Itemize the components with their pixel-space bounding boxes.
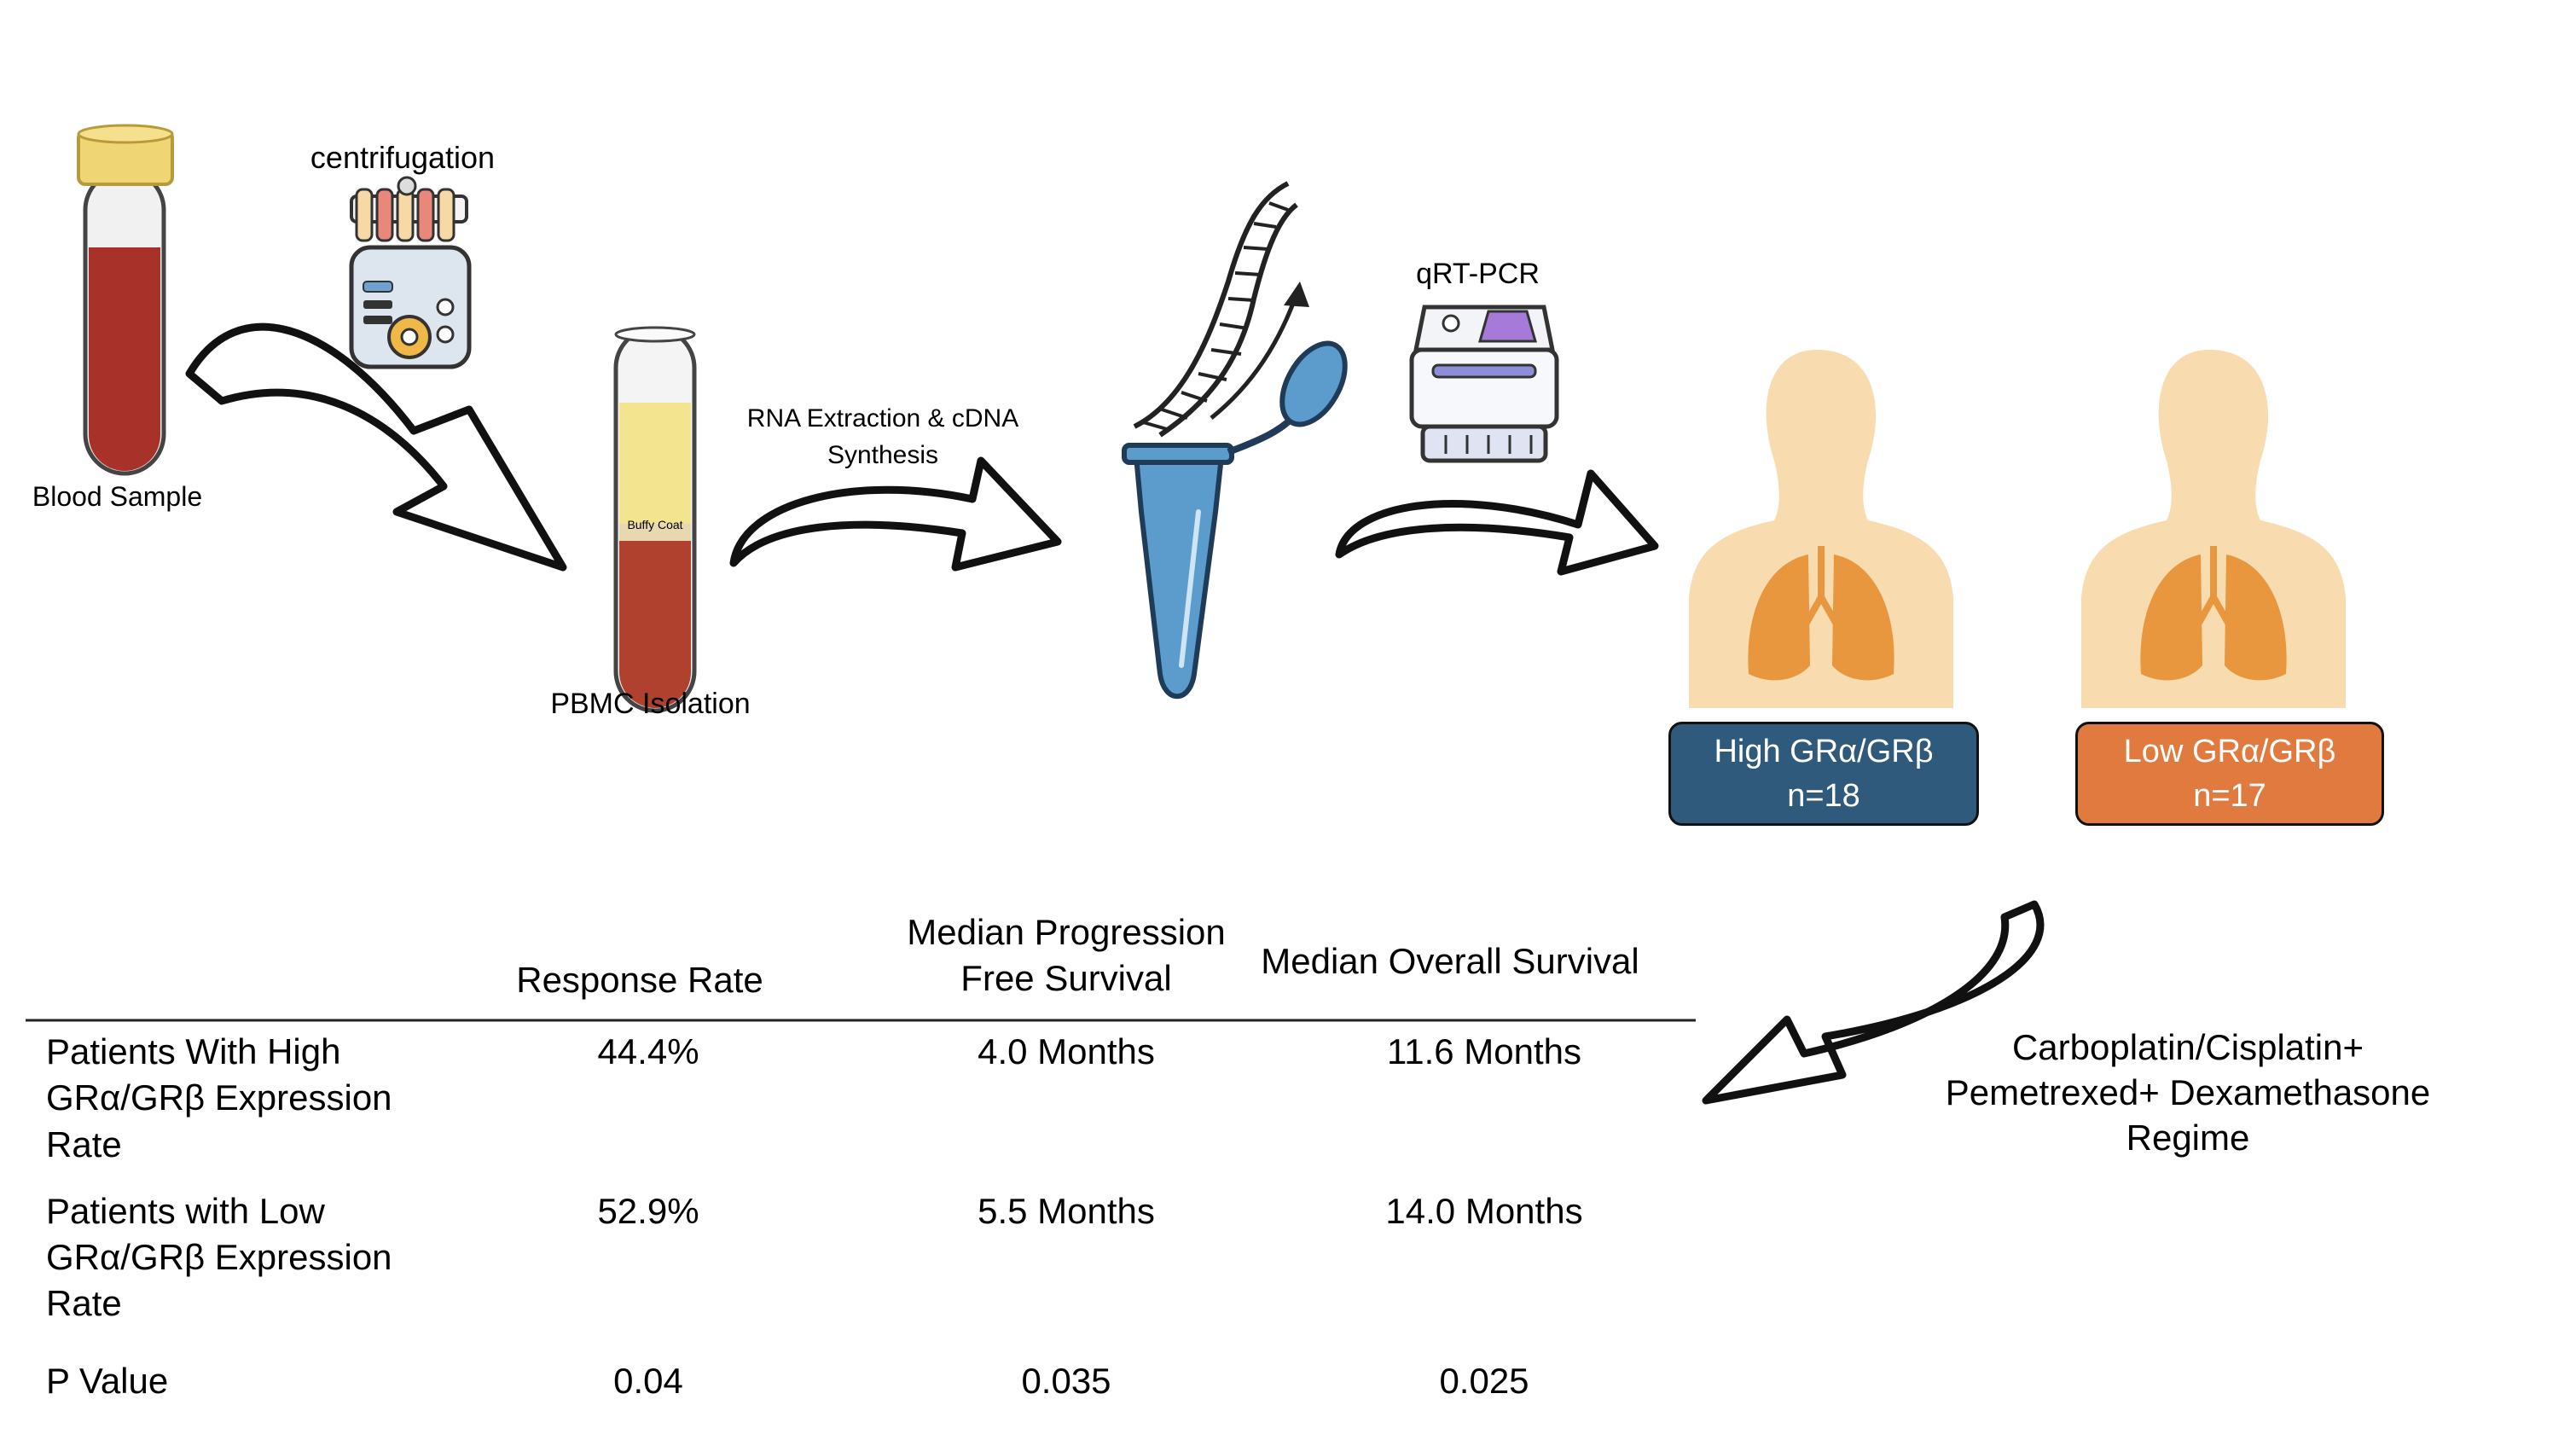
group-low-count: n=17 [2193, 778, 2266, 814]
treatment-line2: Pemetrexed+ Dexamethasone [1945, 1072, 2431, 1112]
group-low-box: Low GRα/GRβ n=17 [2075, 722, 2384, 826]
rna-extraction-label-line1: RNA Extraction & cDNA [746, 404, 1019, 433]
row-high-label-line2: GRα/GRβ Expression [46, 1077, 392, 1118]
row-pvalue-label: P Value [46, 1361, 169, 1401]
row-high-label-line3: Rate [46, 1124, 122, 1164]
arrow-2-icon [729, 456, 1062, 572]
eppendorf-tube-icon [1122, 340, 1348, 700]
row-low-os: 14.0 Months [1385, 1191, 1583, 1231]
row-low-label-line1: Patients with Low [46, 1191, 325, 1231]
header-pfs-line1: Median Progression [907, 912, 1226, 952]
row-low-response-rate: 52.9% [597, 1191, 699, 1231]
group-low-title: Low GRα/GRβ [2123, 734, 2336, 769]
row-high-response-rate: 44.4% [597, 1031, 699, 1071]
blood-sample-label: Blood Sample [32, 481, 203, 512]
row-high-os: 11.6 Months [1386, 1031, 1582, 1071]
group-high-box: High GRα/GRβ n=18 [1668, 722, 1979, 826]
pbmc-tube-icon [613, 326, 697, 713]
treatment-line3: Regime [2126, 1118, 2250, 1158]
centrifugation-label: centrifugation [310, 140, 496, 175]
row-low-pfs: 5.5 Months [978, 1191, 1155, 1231]
row-pvalue-pfs: 0.035 [1021, 1361, 1111, 1401]
buffy-coat-label: Buffy Coat [627, 518, 683, 531]
header-pfs-line2: Free Survival [960, 958, 1172, 998]
arrow-3-icon [1335, 469, 1659, 576]
row-low-label-line3: Rate [46, 1283, 122, 1323]
row-high-label-line1: Patients With High [46, 1031, 341, 1071]
centrifuge-icon [349, 176, 472, 369]
group-high-title: High GRα/GRβ [1714, 734, 1934, 769]
qrt-pcr-label: qRT-PCR [1416, 258, 1540, 290]
arrow-4-icon [1702, 900, 2045, 1105]
row-low-label-line2: GRα/GRβ Expression [46, 1237, 392, 1277]
patient-high-icon [1689, 350, 1953, 708]
dna-icon [1133, 181, 1309, 438]
row-high-pfs: 4.0 Months [978, 1031, 1155, 1071]
treatment-line1: Carboplatin/Cisplatin+ [2011, 1027, 2364, 1067]
header-response-rate: Response Rate [516, 960, 763, 1000]
rna-extraction-label-line2: Synthesis [827, 441, 939, 469]
row-pvalue-response-rate: 0.04 [613, 1361, 683, 1401]
group-high-count: n=18 [1787, 778, 1860, 814]
patient-low-icon [2081, 350, 2346, 708]
row-pvalue-os: 0.025 [1439, 1361, 1529, 1401]
pbmc-isolation-label: PBMC Isolation [550, 688, 751, 720]
blood-tube-icon [77, 124, 174, 476]
arrow-1-icon [185, 322, 567, 572]
pcr-machine-icon [1409, 305, 1559, 463]
header-os: Median Overall Survival [1261, 941, 1639, 981]
